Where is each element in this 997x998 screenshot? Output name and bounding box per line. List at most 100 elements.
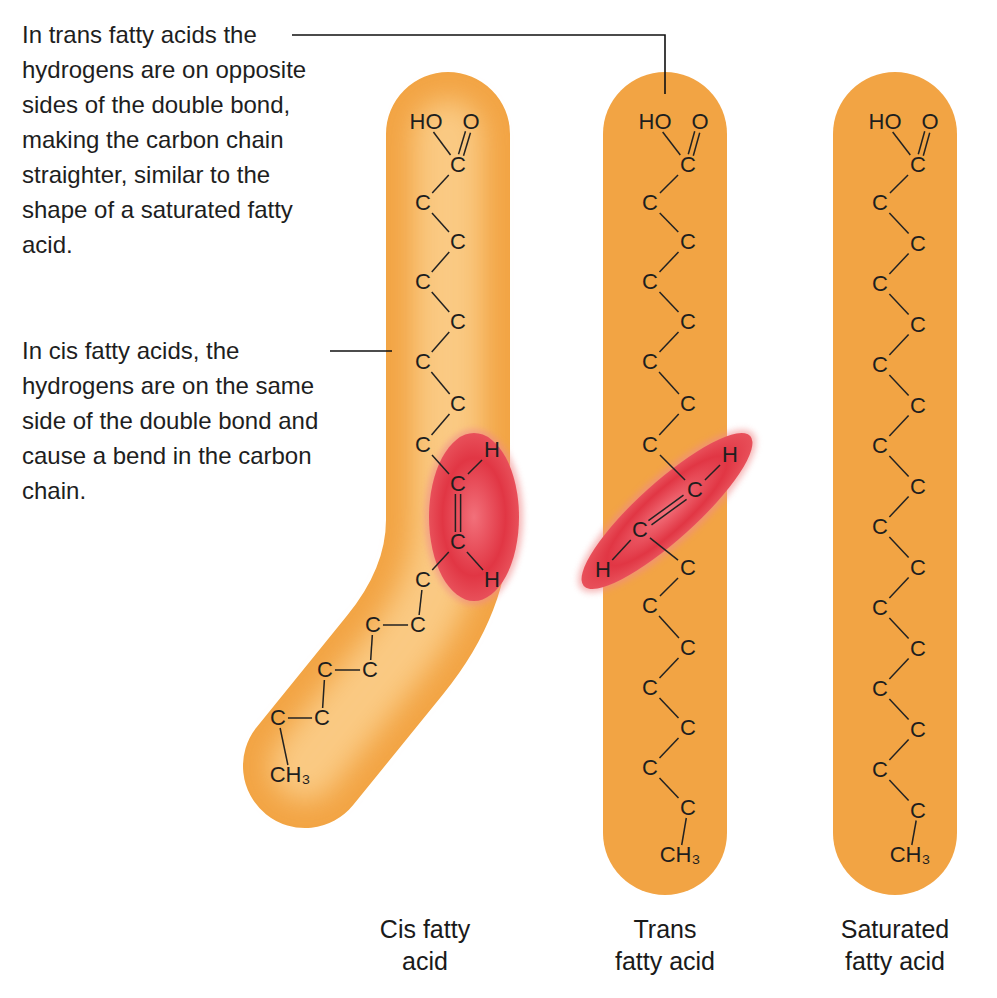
atom-symbol: C bbox=[680, 797, 696, 819]
atom-symbol: C bbox=[680, 311, 696, 333]
bond-line bbox=[889, 578, 908, 599]
bond-line bbox=[419, 590, 422, 615]
atom-symbol: C bbox=[910, 638, 926, 660]
atom-symbol: O bbox=[691, 111, 708, 133]
bond-line bbox=[889, 294, 908, 315]
atom-symbol: C bbox=[642, 677, 658, 699]
atom-symbol: H bbox=[484, 439, 500, 461]
bond-line bbox=[889, 416, 908, 437]
bond-line bbox=[660, 658, 679, 678]
molecule-caption: Cis fatty acid bbox=[369, 913, 481, 977]
bond-line bbox=[889, 375, 908, 396]
atom-symbol: O bbox=[462, 111, 479, 133]
bond-line bbox=[460, 494, 462, 532]
bond-line bbox=[688, 131, 694, 154]
double-bond-highlight bbox=[425, 429, 523, 605]
bond-line bbox=[455, 494, 457, 532]
bond-line bbox=[464, 133, 471, 156]
atom-symbol: C bbox=[642, 192, 658, 214]
bond-line bbox=[889, 335, 908, 356]
leader-line bbox=[292, 35, 665, 94]
atom-symbol: C bbox=[910, 233, 926, 255]
bond-line bbox=[433, 132, 450, 155]
bond-line bbox=[659, 372, 679, 394]
atom-symbol: C bbox=[415, 351, 431, 373]
atom-symbol: C bbox=[910, 476, 926, 498]
atom-symbol: C bbox=[450, 531, 466, 553]
bond-line bbox=[693, 133, 699, 156]
annotation-text: In cis fatty acids, the hydrogens are on… bbox=[22, 333, 322, 508]
atom-symbol: C bbox=[910, 314, 926, 336]
bond-line bbox=[660, 175, 678, 193]
atom-symbol: C bbox=[314, 707, 330, 729]
bond-line bbox=[432, 252, 450, 272]
atom-symbol: C bbox=[642, 271, 658, 293]
atom-symbol: C bbox=[680, 154, 696, 176]
bond-line bbox=[889, 740, 908, 761]
bond-line bbox=[889, 497, 908, 518]
atom-symbol: C bbox=[872, 192, 888, 214]
annotation-text: In trans fatty acids the hydrogens are o… bbox=[22, 17, 322, 262]
atom-symbol: O bbox=[921, 111, 938, 133]
bond-line bbox=[432, 414, 450, 435]
atom-symbol: C bbox=[680, 717, 696, 739]
atom-symbol: C bbox=[680, 557, 696, 579]
atom-symbol: C bbox=[450, 393, 466, 415]
bond-line bbox=[280, 728, 288, 765]
bond-line bbox=[432, 292, 450, 312]
atom-symbol: C bbox=[450, 311, 466, 333]
atom-symbol: C bbox=[910, 154, 926, 176]
atom-symbol: C bbox=[872, 273, 888, 295]
atom-symbol: C bbox=[642, 757, 658, 779]
bond-line bbox=[432, 552, 449, 570]
bond-line bbox=[660, 778, 679, 798]
atom-symbol: C bbox=[632, 519, 648, 541]
bond-line bbox=[660, 455, 685, 480]
atom-symbol: C bbox=[642, 351, 658, 373]
atom-symbol: C bbox=[642, 595, 658, 617]
atom-symbol: C bbox=[450, 231, 466, 253]
bond-line bbox=[660, 252, 679, 272]
bond-line bbox=[912, 821, 916, 846]
atom-symbol: C bbox=[872, 435, 888, 457]
bond-line bbox=[660, 578, 678, 596]
atom-symbol: C bbox=[415, 569, 431, 591]
atom-symbol: C bbox=[872, 597, 888, 619]
atom-symbol: HO bbox=[639, 111, 672, 133]
atom-symbol: C bbox=[415, 271, 431, 293]
bond-line bbox=[889, 456, 908, 477]
atom-symbol: C bbox=[410, 614, 426, 636]
bond-line bbox=[889, 254, 908, 275]
atom-symbol: CH₃ bbox=[890, 844, 931, 866]
bond-line bbox=[660, 738, 679, 758]
bond-line bbox=[889, 699, 908, 720]
atom-symbol: C bbox=[910, 719, 926, 741]
bond-line bbox=[383, 624, 408, 626]
atom-symbol: C bbox=[415, 434, 431, 456]
bond-line bbox=[705, 465, 720, 480]
bond-line bbox=[663, 132, 681, 155]
atom-symbol: C bbox=[872, 678, 888, 700]
bond-line bbox=[432, 175, 449, 193]
bond-line bbox=[889, 537, 908, 558]
bond-line bbox=[660, 213, 679, 232]
atom-symbol: C bbox=[872, 516, 888, 538]
bond-line bbox=[431, 372, 449, 394]
atom-symbol: HO bbox=[410, 111, 443, 133]
atom-symbol: C bbox=[270, 707, 286, 729]
bond-line bbox=[889, 213, 908, 234]
atom-symbol: CH₃ bbox=[660, 844, 701, 866]
atom-symbol: C bbox=[910, 395, 926, 417]
atom-symbol: C bbox=[872, 759, 888, 781]
bond-line bbox=[648, 495, 683, 521]
atom-symbol: C bbox=[910, 800, 926, 822]
molecule-caption: Trans fatty acid bbox=[609, 913, 721, 977]
bond-line bbox=[612, 540, 631, 560]
bond-line bbox=[432, 332, 450, 352]
bond-line bbox=[467, 552, 483, 570]
bond-line bbox=[288, 717, 312, 719]
atom-symbol: C bbox=[910, 557, 926, 579]
bond-line bbox=[371, 635, 373, 660]
bond-line bbox=[650, 538, 678, 560]
